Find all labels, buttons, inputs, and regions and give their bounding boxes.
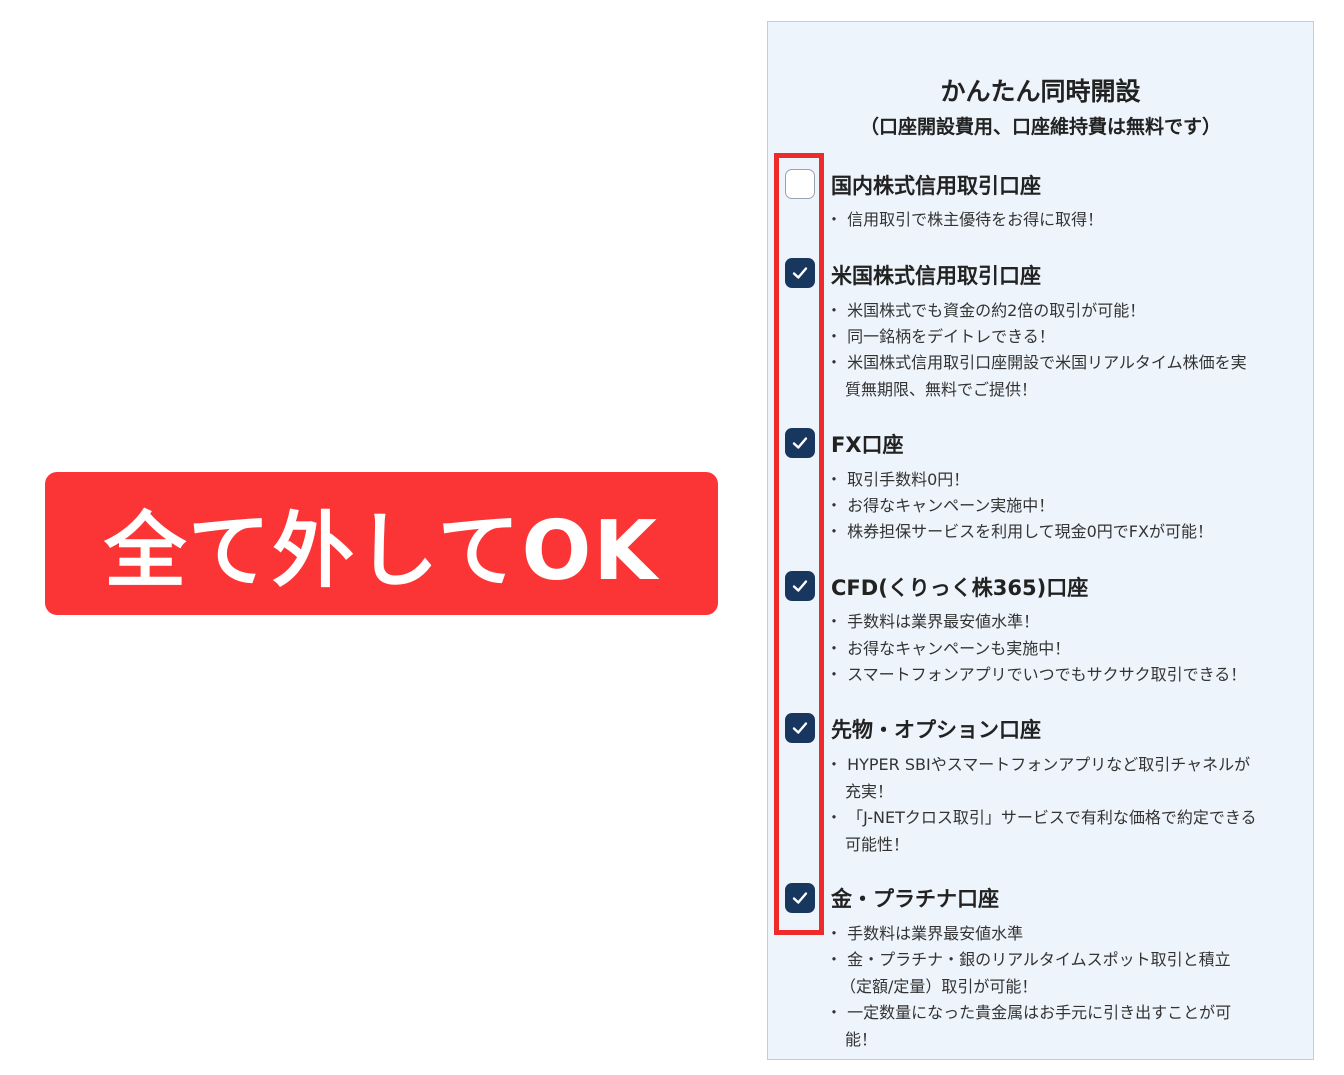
account-bullet: ・ 一定数量になった貴金属はお手元に引き出すことが可 xyxy=(826,1003,1232,1022)
account-bullet-continuation: （定額/定量）取引が可能！ xyxy=(840,977,1038,996)
us-margin-account-title: 米国株式信用取引口座 xyxy=(831,264,1041,288)
account-bullet: ・ 米国株式信用取引口座開設で米国リアルタイム株価を実 xyxy=(826,353,1247,372)
cfd-account-title: CFD(くりっく株365)口座 xyxy=(831,576,1089,600)
fx-account-checkbox[interactable] xyxy=(785,428,815,458)
account-bullet: ・ 信用取引で株主優待をお得に取得！ xyxy=(826,210,1104,229)
account-bullet: ・ 金・プラチナ・銀のリアルタイムスポット取引と積立 xyxy=(826,950,1231,969)
check-icon xyxy=(792,267,808,279)
account-bullet: ・ 同一銘柄をデイトレできる！ xyxy=(826,327,1055,346)
account-bullet: ・ 「J-NETクロス取引」サービスで有利な価格で約定できる xyxy=(826,808,1257,827)
check-icon xyxy=(792,580,808,592)
futures-options-account-title: 先物・オプション口座 xyxy=(831,718,1041,742)
simultaneous-account-opening-panel: かんたん同時開設 （口座開設費用、口座維持費は無料です） xyxy=(767,21,1314,1060)
banner-text: 全て外してOK xyxy=(104,504,659,599)
uncheck-all-ok-banner: 全て外してOK xyxy=(45,472,718,615)
account-bullet: ・ 取引手数料0円！ xyxy=(826,470,970,489)
check-icon xyxy=(792,722,808,734)
account-bullet-continuation: 充実！ xyxy=(845,782,894,801)
account-bullet: ・ お得なキャンペーン実施中！ xyxy=(826,496,1055,515)
account-bullet: ・ お得なキャンペーンも実施中！ xyxy=(826,639,1071,658)
domestic-margin-account-title: 国内株式信用取引口座 xyxy=(831,174,1041,198)
account-bullet: ・ 米国株式でも資金の約2倍の取引が可能！ xyxy=(826,301,1146,320)
account-bullet-continuation: 可能性！ xyxy=(845,835,910,854)
us-margin-account-checkbox[interactable] xyxy=(785,258,815,288)
gold-platinum-account-checkbox[interactable] xyxy=(785,883,815,913)
check-icon xyxy=(792,437,808,449)
account-bullet: ・ HYPER SBIやスマートフォンアプリなど取引チャネルが xyxy=(826,755,1251,774)
checkbox-column-highlight xyxy=(774,153,824,935)
account-bullet: ・ 株券担保サービスを利用して現金0円でFXが可能！ xyxy=(826,522,1213,541)
panel-title: かんたん同時開設 xyxy=(940,77,1141,106)
fx-account-title: FX口座 xyxy=(831,433,904,457)
account-bullet-continuation: 質無期限、無料でご提供！ xyxy=(845,380,1038,399)
account-bullet-continuation: 能！ xyxy=(845,1030,878,1049)
account-bullet: ・ 手数料は業界最安値水準！ xyxy=(826,612,1040,631)
gold-platinum-account-title: 金・プラチナ口座 xyxy=(831,887,999,911)
account-bullet: ・ 手数料は業界最安値水準 xyxy=(826,924,1024,943)
futures-options-account-checkbox[interactable] xyxy=(785,713,815,743)
domestic-margin-account-checkbox[interactable] xyxy=(785,169,815,199)
cfd-account-checkbox[interactable] xyxy=(785,571,815,601)
check-icon xyxy=(792,892,808,904)
panel-subtitle: （口座開設費用、口座維持費は無料です） xyxy=(859,116,1221,138)
account-bullet: ・ スマートフォンアプリでいつでもサクサク取引できる！ xyxy=(826,665,1247,684)
